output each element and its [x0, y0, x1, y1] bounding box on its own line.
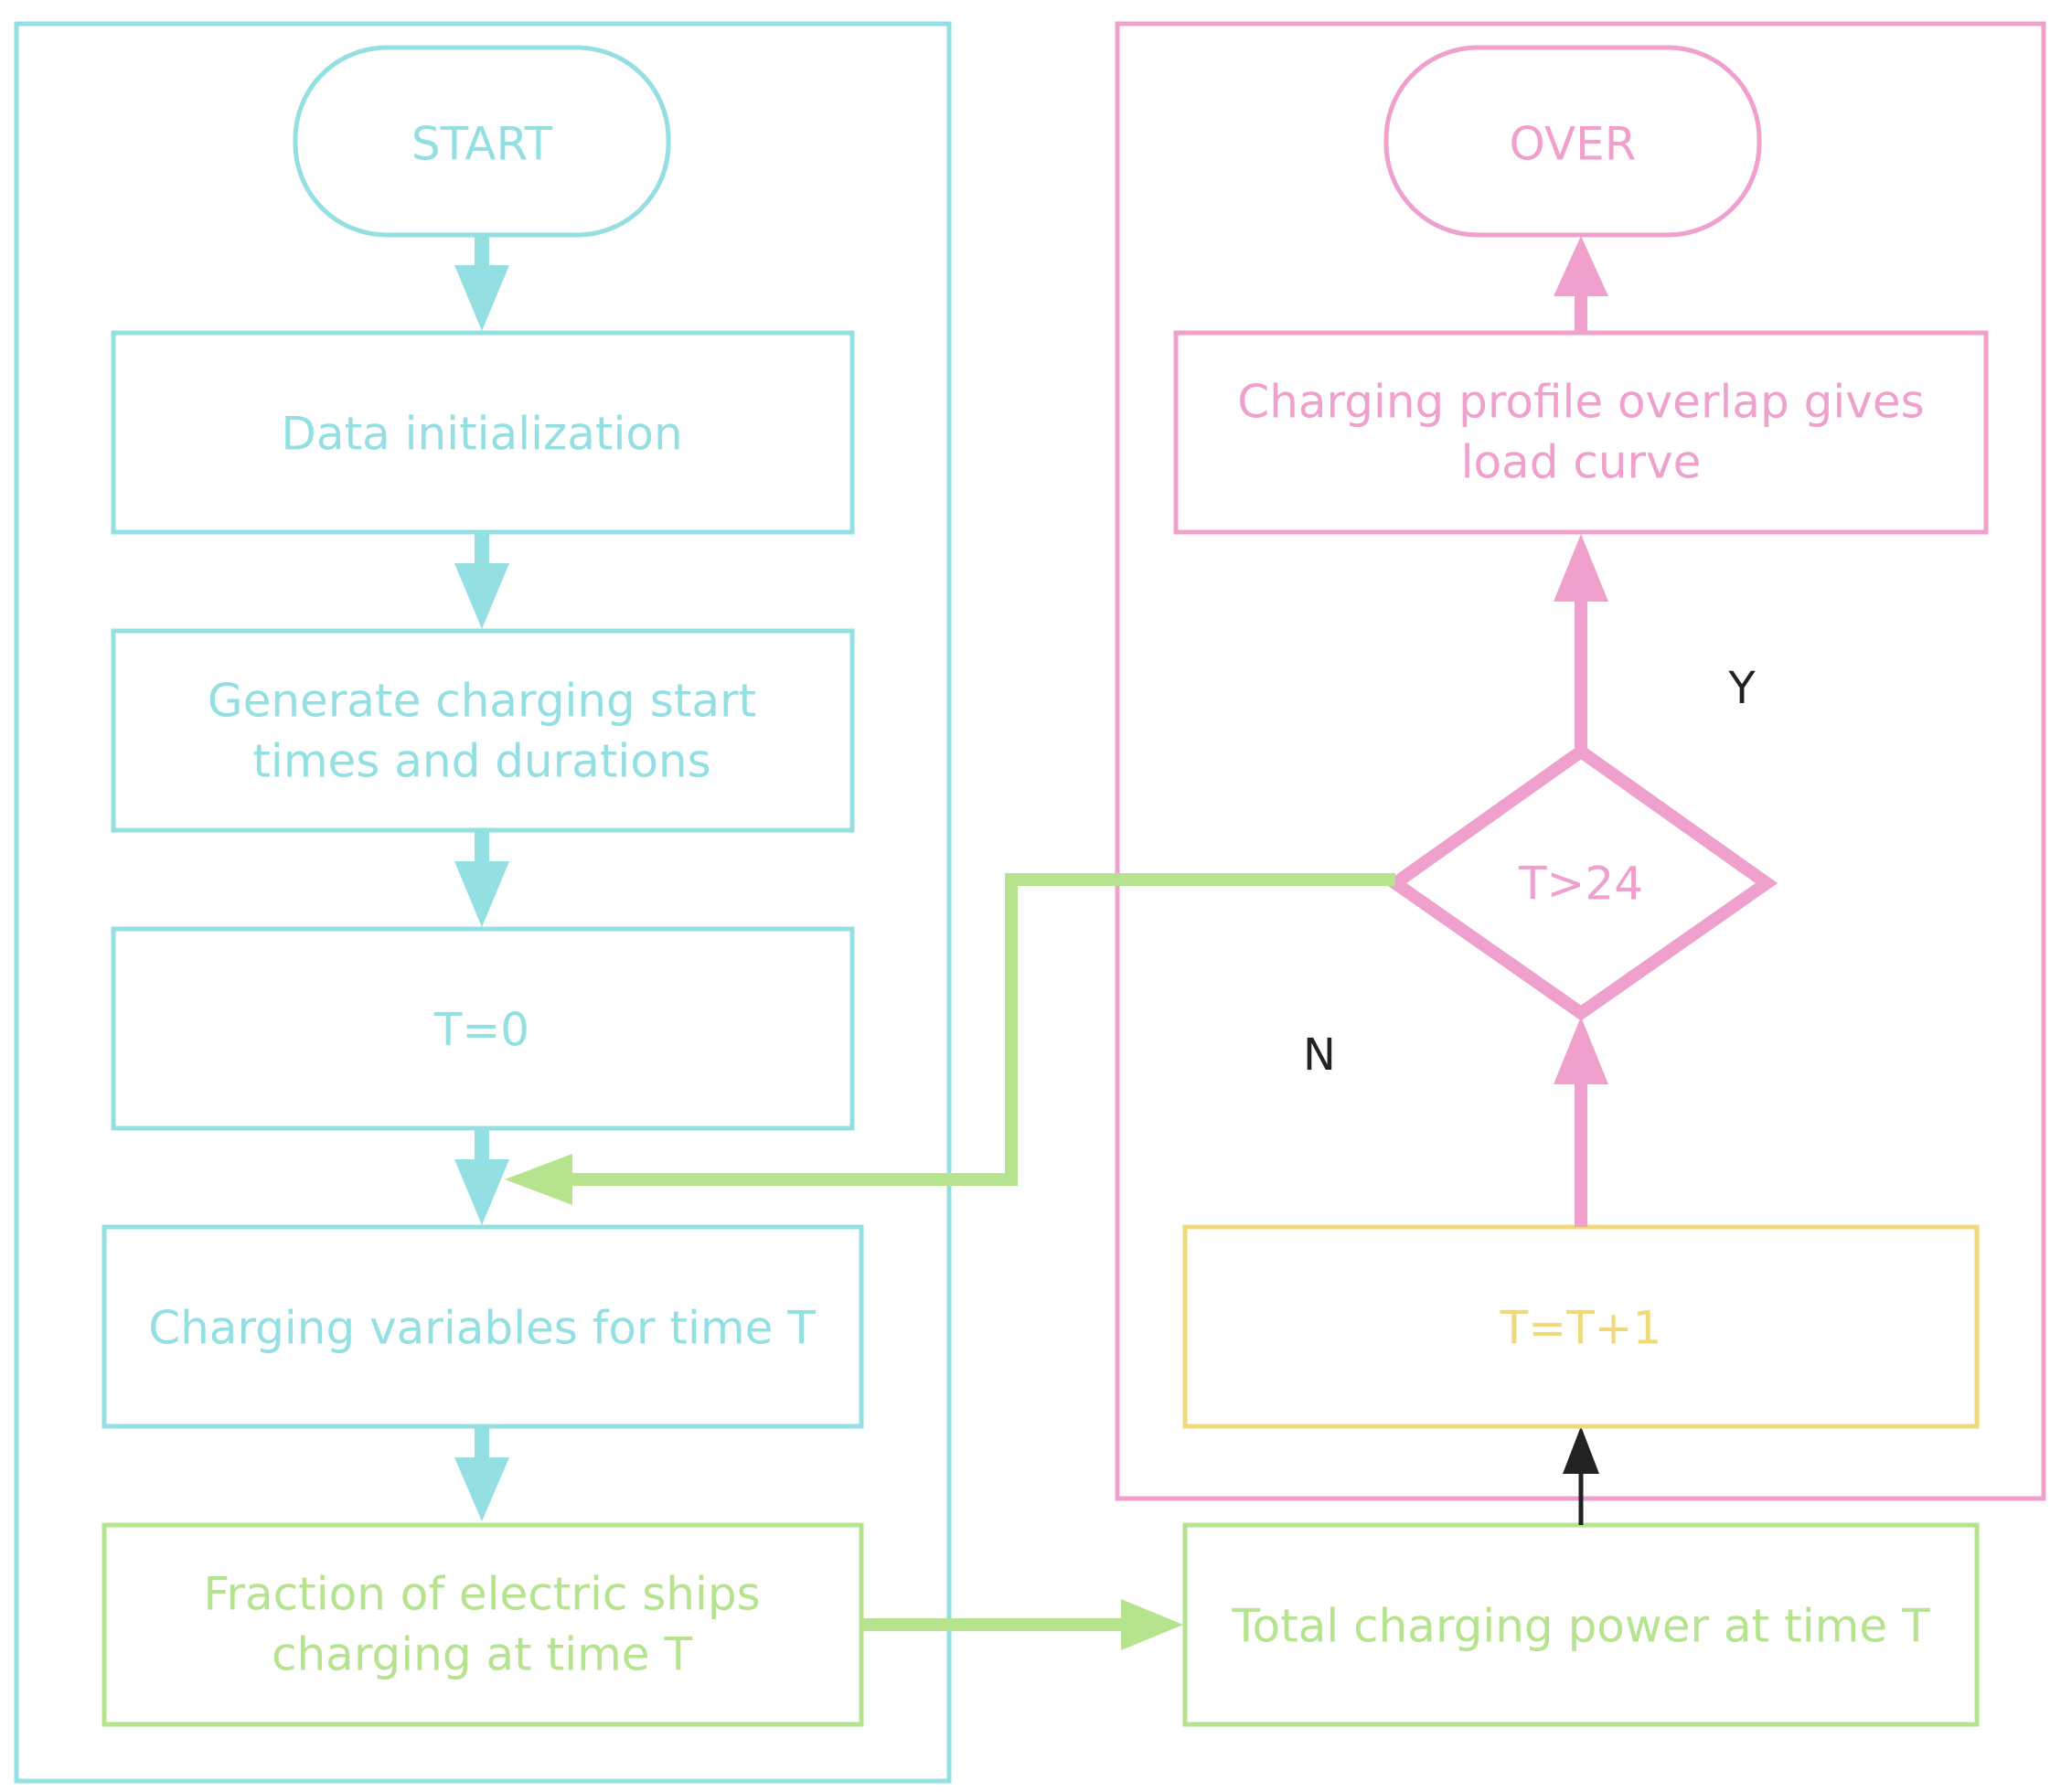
- start-label: START: [411, 118, 553, 171]
- fraction-box: [101, 1522, 864, 1727]
- left-group-frame: [14, 21, 952, 1784]
- arrow-vars-to-fraction-head: [454, 1457, 509, 1521]
- t0-label: T=0: [433, 1004, 529, 1057]
- generate-label-line1: Generate charging start: [208, 675, 756, 728]
- charging-vars-label: Charging variables for time T: [148, 1302, 816, 1355]
- arrow-generate-to-t0-head: [454, 861, 509, 927]
- loop-back-connector: [567, 873, 1395, 1186]
- data-init-label: Data initialization: [281, 408, 682, 461]
- overlap-label-line2: load curve: [1461, 436, 1702, 489]
- arrow-t0-to-vars-head: [454, 1159, 509, 1225]
- over-terminator: [1383, 45, 1762, 238]
- overlap-label-line1: Charging profile overlap gives: [1237, 376, 1924, 429]
- overlap-box: [1173, 330, 1989, 535]
- total-power-label: Total charging power at time T: [1231, 1600, 1930, 1653]
- decision-label: T>24: [1518, 858, 1643, 911]
- arrow-decision-to-overlap-head: [1554, 534, 1608, 602]
- arrow-increment-to-decision-head: [1554, 1017, 1608, 1084]
- no-label: N: [1303, 1029, 1336, 1081]
- fraction-label-line1: Fraction of electric ships: [203, 1568, 760, 1621]
- generate-label-line2: times and durations: [252, 735, 710, 788]
- arrow-total-to-increment-head: [1563, 1426, 1599, 1474]
- decision-diamond: [1383, 743, 1778, 1021]
- arrow-overlap-to-over-head: [1554, 236, 1608, 296]
- arrow-init-to-generate-head: [454, 563, 509, 629]
- arrow-fraction-to-total-head: [1121, 1599, 1183, 1650]
- yes-label: Y: [1727, 663, 1756, 714]
- loop-back-arrow-head: [505, 1154, 572, 1205]
- increment-label: T=T+1: [1500, 1302, 1662, 1355]
- fraction-label-line2: charging at time T: [272, 1628, 692, 1681]
- over-label: OVER: [1509, 118, 1636, 171]
- generate-box: [111, 628, 855, 833]
- arrow-start-to-init-head: [454, 265, 509, 331]
